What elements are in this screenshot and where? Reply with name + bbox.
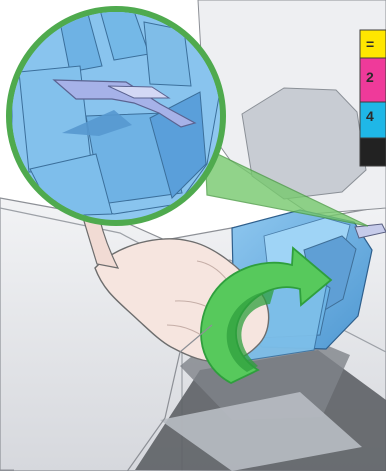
- ink-label-magenta: 2: [366, 69, 374, 85]
- ink-label-yellow: =: [366, 36, 374, 52]
- ink-cartridge-black: [360, 138, 386, 166]
- ink-label-cyan: 4: [366, 108, 374, 124]
- ink-cartridge-group: = 2 4: [360, 30, 386, 166]
